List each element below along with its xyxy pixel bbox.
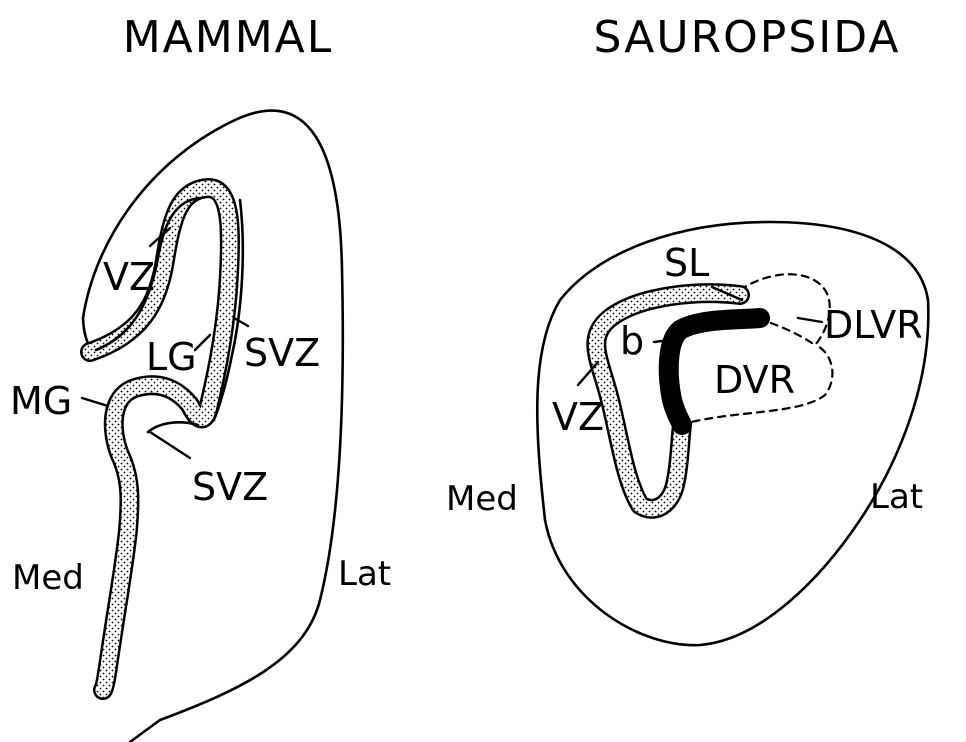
leader-dlvr [798, 318, 822, 322]
label-vz-mammal: VZ [103, 255, 155, 299]
leader-svz-upper [234, 318, 248, 326]
label-svz-lower: SVZ [192, 465, 268, 509]
label-mg: MG [10, 379, 72, 423]
title-sauropsida: SAUROPSIDA [594, 12, 901, 63]
leader-svz-lower [150, 432, 190, 458]
title-mammal: MAMMAL [123, 12, 334, 63]
leader-lg [195, 335, 210, 350]
mammal-hemisphere: VZ LG SVZ MG SVZ Med Lat [10, 111, 391, 742]
label-b: b [620, 319, 644, 363]
label-med-mammal: Med [12, 558, 84, 598]
leader-mg [82, 398, 108, 406]
label-vz-sauropsida: VZ [552, 395, 604, 439]
mammal-svz-lower-line [148, 422, 198, 432]
label-dlvr: DLVR [824, 303, 923, 347]
label-med-sauropsida: Med [446, 479, 518, 519]
label-dvr: DVR [714, 358, 795, 402]
label-svz-upper: SVZ [244, 331, 320, 375]
label-lat-sauropsida: Lat [870, 477, 923, 517]
label-lat-mammal: Lat [338, 554, 391, 594]
label-lg: LG [146, 335, 197, 379]
sauropsida-hemisphere: SL DLVR b DVR VZ Med Lat [446, 222, 928, 645]
label-sl: SL [664, 241, 709, 285]
